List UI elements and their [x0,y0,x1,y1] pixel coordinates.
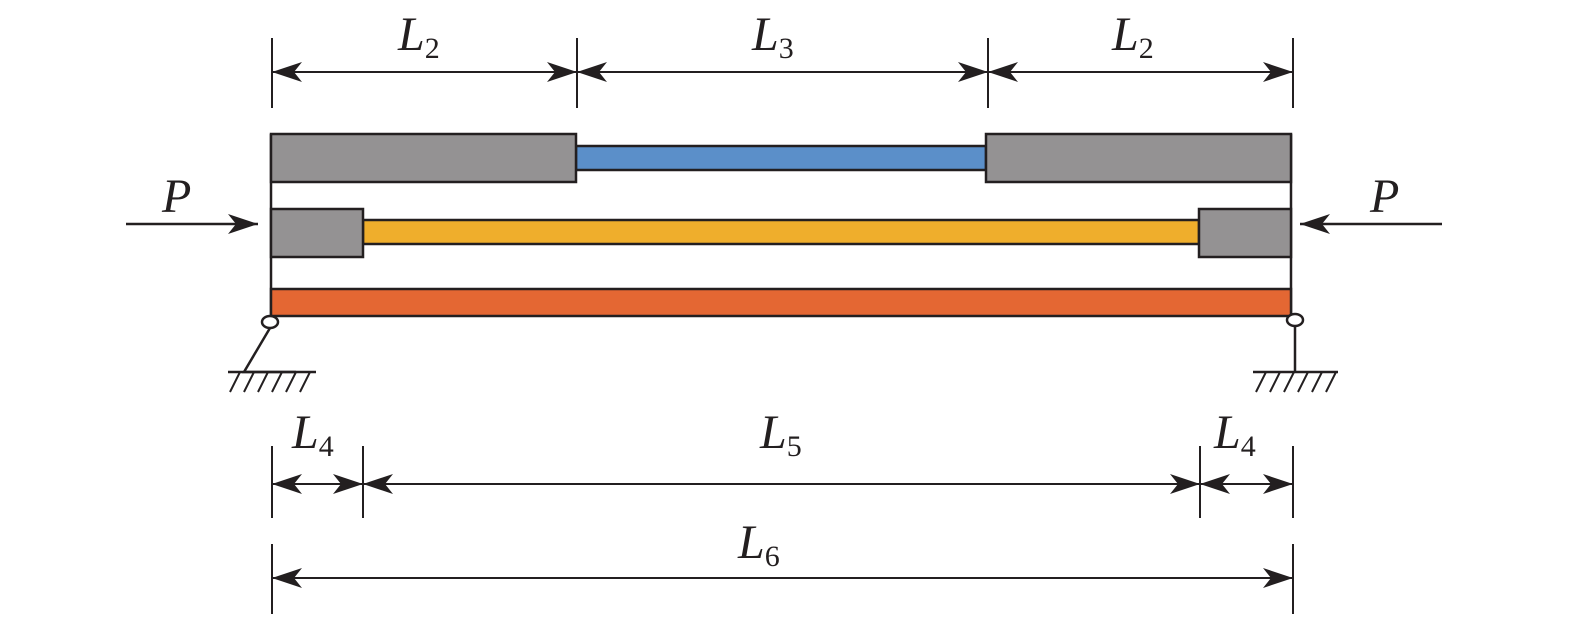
dimension-label-bottom-right: L4 [1213,406,1256,463]
top-right-gray-block [984,132,1293,184]
members [269,132,1293,320]
blue-member [574,144,988,172]
dimension-label-bottom-middle: L5 [759,406,802,463]
load-label-left: P [161,170,191,223]
yellow-member [361,218,1201,246]
right-ground-hatch-icon [1255,371,1337,393]
left-ground-hatch-icon [229,371,311,393]
right-pin-icon [1285,312,1305,328]
left-support-triangle [241,327,296,374]
top-left-gray-block [269,132,578,184]
dimension-label-bottom-left: L4 [291,406,334,463]
middle-left-gray-block [269,207,365,259]
roller-support-right [1253,312,1338,393]
dimension-label-top-left: L2 [397,8,440,65]
middle-right-gray-block [1197,207,1293,259]
orange-member [269,287,1293,318]
dimension-label-overall: L6 [737,516,780,573]
dimension-label-top-right: L2 [1111,8,1154,65]
top-dimension-chain: L2 L3 L2 [271,8,1294,108]
dimension-label-top-middle: L3 [751,8,794,65]
bottom-dimension-chain: L4 L5 L4 L6 [271,406,1294,614]
left-pin-icon [260,314,280,330]
pin-support-left [228,314,316,393]
load-label-right: P [1369,170,1399,223]
loads: P P [126,170,1442,234]
